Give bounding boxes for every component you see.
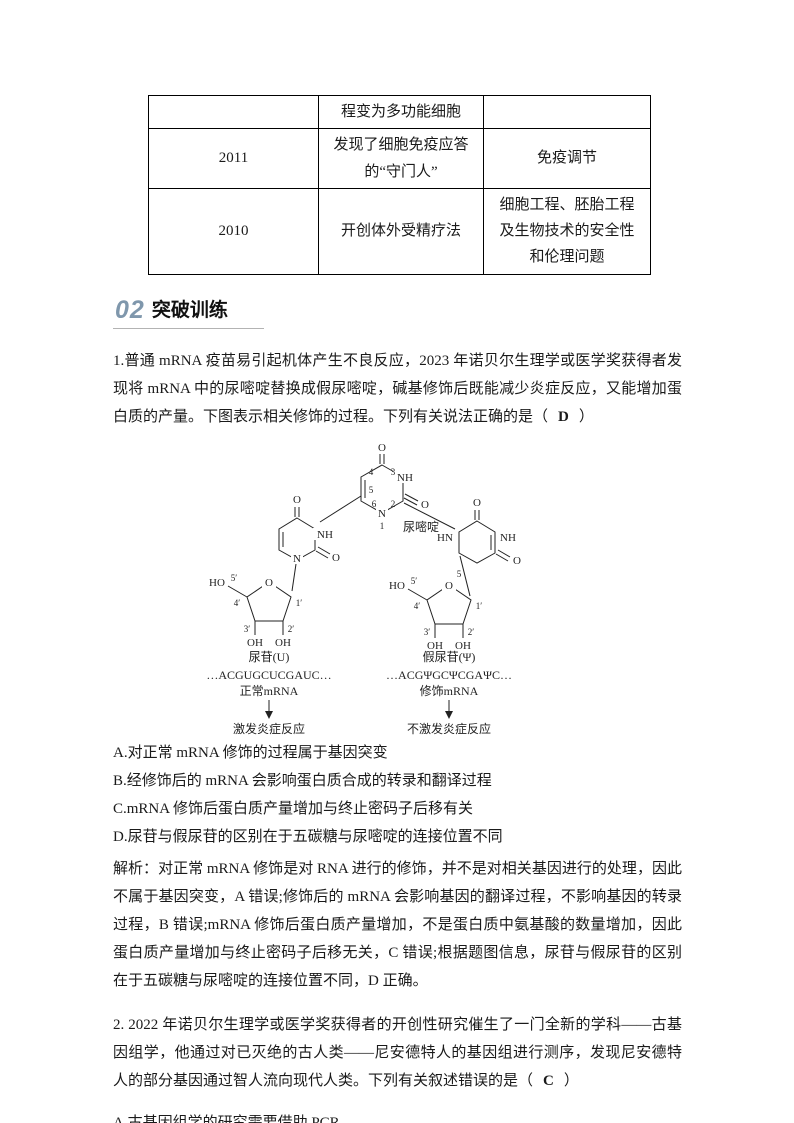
table-row: 2011 发现了细胞免疫应答的“守门人” 免疫调节 bbox=[148, 128, 651, 189]
prime-label-5: 5′ bbox=[411, 576, 418, 586]
ring-number-3: 3 bbox=[391, 467, 396, 477]
atom-label-n: N bbox=[378, 508, 386, 520]
prime-label-4: 4′ bbox=[234, 598, 241, 608]
normal-mrna-label: 正常mRNA bbox=[240, 684, 299, 698]
table-cell-achievement: 程变为多功能细胞 bbox=[318, 94, 484, 130]
atom-label-oh: OH bbox=[455, 640, 471, 652]
atom-label-o: O bbox=[421, 499, 429, 511]
table-cell-field: 细胞工程、胚胎工程及生物技术的安全性和伦理问题 bbox=[483, 187, 651, 275]
option-b: B.经修饰后的 mRNA 会影响蛋白质合成的转录和翻译过程 bbox=[113, 772, 492, 789]
atom-label-n: N bbox=[293, 553, 301, 565]
prime-label-4: 4′ bbox=[414, 601, 421, 611]
table-cell-year: 2011 bbox=[148, 128, 319, 189]
atom-label-o: O bbox=[513, 555, 521, 567]
analysis-label: 解析： bbox=[113, 860, 159, 877]
prime-label-3: 3′ bbox=[244, 624, 251, 634]
table-cell-field: 免疫调节 bbox=[483, 128, 651, 189]
question-1-options: A.对正常 mRNA 修饰的过程属于基因突变 B.经修饰后的 mRNA 会影响蛋… bbox=[113, 739, 682, 851]
table-cell-achievement: 开创体外受精疗法 bbox=[318, 187, 484, 275]
atom-label-oh: OH bbox=[275, 637, 291, 649]
table-cell-field bbox=[483, 94, 651, 130]
atom-label-hn: HN bbox=[437, 532, 453, 544]
uracil-label: 尿嘧啶 bbox=[403, 520, 439, 534]
diagram-label-backplates bbox=[262, 470, 519, 591]
option-a: A.古基因组学的研究需要借助 PCR bbox=[113, 1114, 340, 1123]
normal-mrna-result: 激发炎症反应 bbox=[233, 721, 305, 736]
prime-label-5: 5′ bbox=[231, 573, 238, 583]
modification-diagram: O NH N O 4 3 5 6 1 2 尿嘧啶 O NH O N O HO 5… bbox=[206, 442, 521, 736]
atom-label-nh: NH bbox=[397, 472, 413, 484]
question-1-analysis: 解析：对正常 mRNA 修饰是对 RNA 进行的修饰，并不是对相关基因进行的处理… bbox=[113, 855, 682, 995]
modified-mrna-result: 不激发炎症反应 bbox=[407, 721, 491, 736]
arrow-down-icon bbox=[265, 710, 453, 719]
atom-label-o: O bbox=[445, 580, 453, 592]
option-c: C.mRNA 修饰后蛋白质产量增加与终止密码子后移有关 bbox=[113, 800, 474, 817]
question-2-options: A.古基因组学的研究需要借助 PCR B.尼安德特人可能是通过与智人杂交将其基因… bbox=[113, 1109, 682, 1123]
option-d: D.尿苷与假尿苷的区别在于五碳糖与尿嘧啶的连接位置不同 bbox=[113, 828, 503, 845]
ring-number-2: 2 bbox=[391, 499, 396, 509]
question-2-stem: 2. 2022 年诺贝尔生理学或医学奖获得者的开创性研究催生了一门全新的学科——… bbox=[113, 1011, 682, 1095]
normal-mrna-sequence: …ACGUGCUCGAUC… bbox=[206, 668, 331, 682]
section-title: 突破训练 bbox=[151, 299, 228, 321]
question-1-stem: 1.普通 mRNA 疫苗易引起机体产生不良反应，2023 年诺贝尔生理学或医学奖… bbox=[113, 347, 682, 431]
question-1-stem-text: 1.普通 mRNA 疫苗易引起机体产生不良反应，2023 年诺贝尔生理学或医学奖… bbox=[113, 352, 682, 425]
table-row: 2010 开创体外受精疗法 细胞工程、胚胎工程及生物技术的安全性和伦理问题 bbox=[148, 187, 651, 275]
atom-label-oh: OH bbox=[427, 640, 443, 652]
table-cell-achievement: 发现了细胞免疫应答的“守门人” bbox=[318, 128, 484, 189]
table-cell-year bbox=[148, 94, 319, 130]
section-header: 02 突破训练 bbox=[113, 295, 264, 329]
table-row: 程变为多功能细胞 bbox=[148, 94, 651, 130]
ring-number-5: 5 bbox=[457, 569, 462, 579]
ring-number-6: 6 bbox=[372, 499, 377, 509]
ring-number-1: 1 bbox=[380, 521, 385, 531]
atom-label-ho: HO bbox=[389, 580, 405, 592]
prime-label-1: 1′ bbox=[296, 598, 303, 608]
analysis-text: 对正常 mRNA 修饰是对 RNA 进行的修饰，并不是对相关基因进行的处理，因此… bbox=[113, 860, 682, 989]
question-2-stem-text: 2. 2022 年诺贝尔生理学或医学奖获得者的开创性研究催生了一门全新的学科——… bbox=[113, 1016, 682, 1089]
table-cell-year: 2010 bbox=[148, 187, 319, 275]
uridine-label: 尿苷(U) bbox=[249, 650, 290, 664]
atom-label-o: O bbox=[265, 577, 273, 589]
atom-label-nh: NH bbox=[500, 532, 516, 544]
atom-label-o: O bbox=[473, 497, 481, 509]
modified-mrna-sequence: …ACGΨGCΨCGAΨC… bbox=[386, 668, 512, 682]
option-a: A.对正常 mRNA 修饰的过程属于基因突变 bbox=[113, 744, 388, 761]
atom-label-ho: HO bbox=[209, 577, 225, 589]
modified-mrna-label: 修饰mRNA bbox=[420, 683, 479, 698]
nobel-table: 程变为多功能细胞 2011 发现了细胞免疫应答的“守门人” 免疫调节 2010 … bbox=[148, 94, 651, 275]
prime-label-3: 3′ bbox=[424, 627, 431, 637]
atom-label-o: O bbox=[293, 494, 301, 506]
section-number: 02 bbox=[115, 295, 145, 324]
atom-label-o: O bbox=[378, 442, 386, 454]
prime-label-1: 1′ bbox=[476, 601, 483, 611]
ring-number-4: 4 bbox=[369, 467, 374, 477]
atom-label-oh: OH bbox=[247, 637, 263, 649]
atom-label-o: O bbox=[332, 552, 340, 564]
question-1-answer: D bbox=[558, 408, 569, 425]
diagram-bonds bbox=[227, 453, 511, 712]
pseudouridine-label: 假尿苷(Ψ) bbox=[423, 650, 476, 664]
ring-number-5: 5 bbox=[369, 485, 374, 495]
prime-label-2: 2′ bbox=[288, 624, 295, 634]
atom-label-nh: NH bbox=[317, 529, 333, 541]
prime-label-2: 2′ bbox=[468, 627, 475, 637]
question-1-stem-close: ） bbox=[578, 408, 594, 425]
question-2-answer: C bbox=[543, 1072, 554, 1089]
question-2-stem-close: ） bbox=[563, 1072, 579, 1089]
